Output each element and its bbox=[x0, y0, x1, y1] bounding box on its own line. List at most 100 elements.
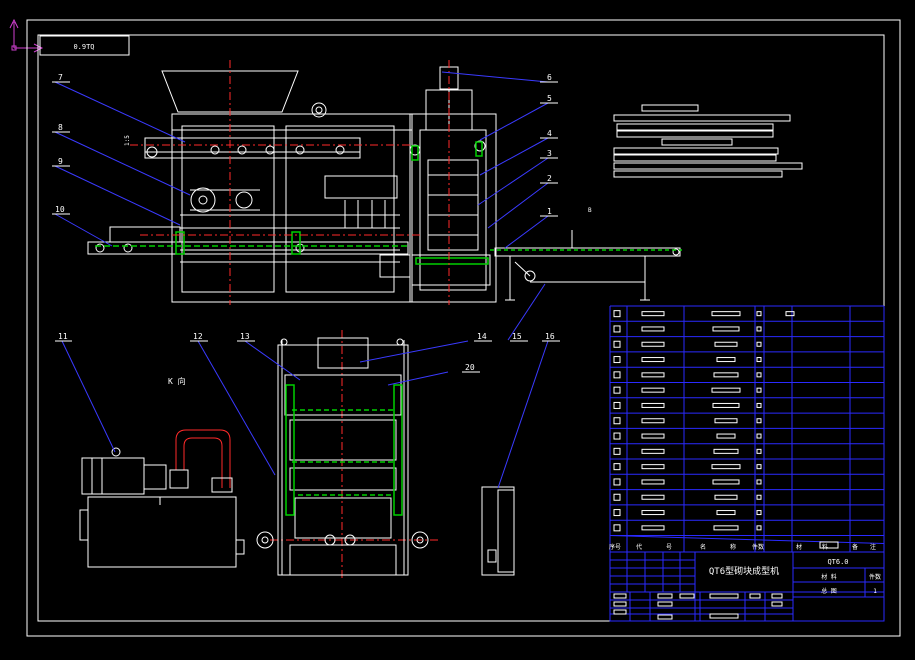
parts-row-name bbox=[712, 402, 740, 408]
count-label: 件数 bbox=[869, 573, 881, 581]
parts-row-index bbox=[613, 371, 621, 379]
callout-13: 13 bbox=[240, 332, 250, 341]
parts-row-count bbox=[756, 372, 762, 378]
hdr-count: 件数 bbox=[752, 543, 764, 551]
hdr-code-a: 代 bbox=[636, 543, 642, 551]
drive-pulley bbox=[190, 187, 216, 213]
outer-frame bbox=[26, 19, 901, 637]
mold-tower bbox=[409, 113, 497, 303]
parts-row-index bbox=[613, 417, 621, 425]
parts-list-entries bbox=[613, 310, 795, 532]
parts-row-code bbox=[641, 510, 665, 516]
gear-housing bbox=[324, 175, 398, 199]
k-view-hydraulics bbox=[285, 384, 403, 516]
parts-row-name bbox=[713, 372, 739, 378]
parts-row-count bbox=[756, 326, 762, 332]
parts-row-count bbox=[756, 341, 762, 347]
small-mark: B bbox=[588, 207, 592, 214]
scale-label: 1:5 bbox=[124, 135, 131, 146]
callout-8: 8 bbox=[58, 123, 63, 132]
parts-row-name bbox=[712, 326, 740, 332]
callout-6: 6 bbox=[547, 73, 552, 82]
parts-row-name bbox=[713, 525, 739, 531]
parts-row-code bbox=[641, 402, 665, 408]
parts-row-count bbox=[756, 464, 762, 470]
callout-9: 9 bbox=[58, 157, 63, 166]
parts-row-index bbox=[613, 432, 621, 440]
sheet-number: 1 bbox=[873, 588, 877, 595]
k-view-label: K 向 bbox=[168, 376, 186, 386]
drawing-label: 总 图 bbox=[821, 587, 837, 595]
callout-4: 4 bbox=[547, 129, 552, 138]
motor-pulley bbox=[311, 102, 327, 118]
parts-row-name bbox=[714, 418, 738, 424]
parts-row-index bbox=[613, 463, 621, 471]
parts-row-index bbox=[613, 310, 621, 318]
parts-row-code bbox=[641, 494, 665, 500]
hdr-name-b: 称 bbox=[730, 543, 736, 551]
parts-row-code bbox=[641, 357, 665, 363]
callout-3: 3 bbox=[547, 149, 552, 158]
parts-row-code bbox=[641, 372, 665, 378]
callout-7: 7 bbox=[58, 73, 63, 82]
hydraulic-station bbox=[79, 429, 245, 568]
callout-12: 12 bbox=[193, 332, 203, 341]
hdr-name-a: 名 bbox=[700, 543, 706, 551]
parts-row-code bbox=[641, 418, 665, 424]
parts-row-code bbox=[641, 387, 665, 393]
parts-row-code bbox=[641, 341, 665, 347]
hdr-material-a: 材 bbox=[796, 543, 802, 551]
parts-row-material bbox=[785, 311, 795, 317]
callout-11: 11 bbox=[58, 332, 68, 341]
callout-2: 2 bbox=[547, 174, 552, 183]
parts-row-count bbox=[756, 402, 762, 408]
hydraulic-lines bbox=[95, 141, 682, 265]
pallet-conveyor bbox=[87, 241, 409, 255]
stamp-box: 0.9TQ bbox=[39, 35, 130, 56]
parts-row-count bbox=[756, 525, 762, 531]
parts-row-count bbox=[756, 311, 762, 317]
parts-row-name bbox=[714, 341, 738, 347]
parts-row-index bbox=[613, 478, 621, 486]
parts-row-count bbox=[756, 510, 762, 516]
parts-row-code bbox=[641, 464, 665, 470]
callout-15: 15 bbox=[512, 332, 522, 341]
parts-row-name bbox=[711, 387, 741, 393]
parts-row-index bbox=[613, 325, 621, 333]
parts-row-code bbox=[641, 311, 665, 317]
parts-row-index bbox=[613, 401, 621, 409]
parts-row-index bbox=[613, 356, 621, 364]
parts-row-name bbox=[716, 433, 736, 439]
parts-row-name bbox=[716, 510, 736, 516]
parts-row-code bbox=[641, 433, 665, 439]
parts-row-code bbox=[641, 448, 665, 454]
material-label: 材 料 bbox=[821, 573, 837, 581]
parts-row-count bbox=[756, 433, 762, 439]
hdr-code-b: 号 bbox=[666, 544, 672, 551]
machine-title: QT6型砌块成型机 bbox=[709, 565, 779, 577]
parts-row-code bbox=[641, 525, 665, 531]
parts-row-count bbox=[756, 494, 762, 500]
parts-row-index bbox=[613, 493, 621, 501]
parts-row-index bbox=[613, 524, 621, 532]
parts-row-count bbox=[756, 387, 762, 393]
callout-1: 1 bbox=[547, 207, 552, 216]
feed-box bbox=[144, 137, 361, 159]
parts-row-code bbox=[641, 326, 665, 332]
parts-row-index bbox=[613, 340, 621, 348]
parts-row-code bbox=[641, 479, 665, 485]
parts-row-count bbox=[756, 418, 762, 424]
hdr-seq: 序号 bbox=[609, 543, 621, 551]
hdr-note-b: 注 bbox=[870, 543, 876, 551]
parts-row-index bbox=[613, 509, 621, 517]
parts-row-name bbox=[712, 479, 740, 485]
k-view bbox=[256, 337, 429, 576]
stamp-text: 0.9TQ bbox=[73, 43, 94, 51]
parts-row-count bbox=[756, 357, 762, 363]
parts-row-index bbox=[613, 386, 621, 394]
title-block: QT6型砌块成型机 QT6.0 材 料 件数 总 图 1 bbox=[609, 541, 885, 622]
parts-row-name bbox=[711, 464, 741, 470]
